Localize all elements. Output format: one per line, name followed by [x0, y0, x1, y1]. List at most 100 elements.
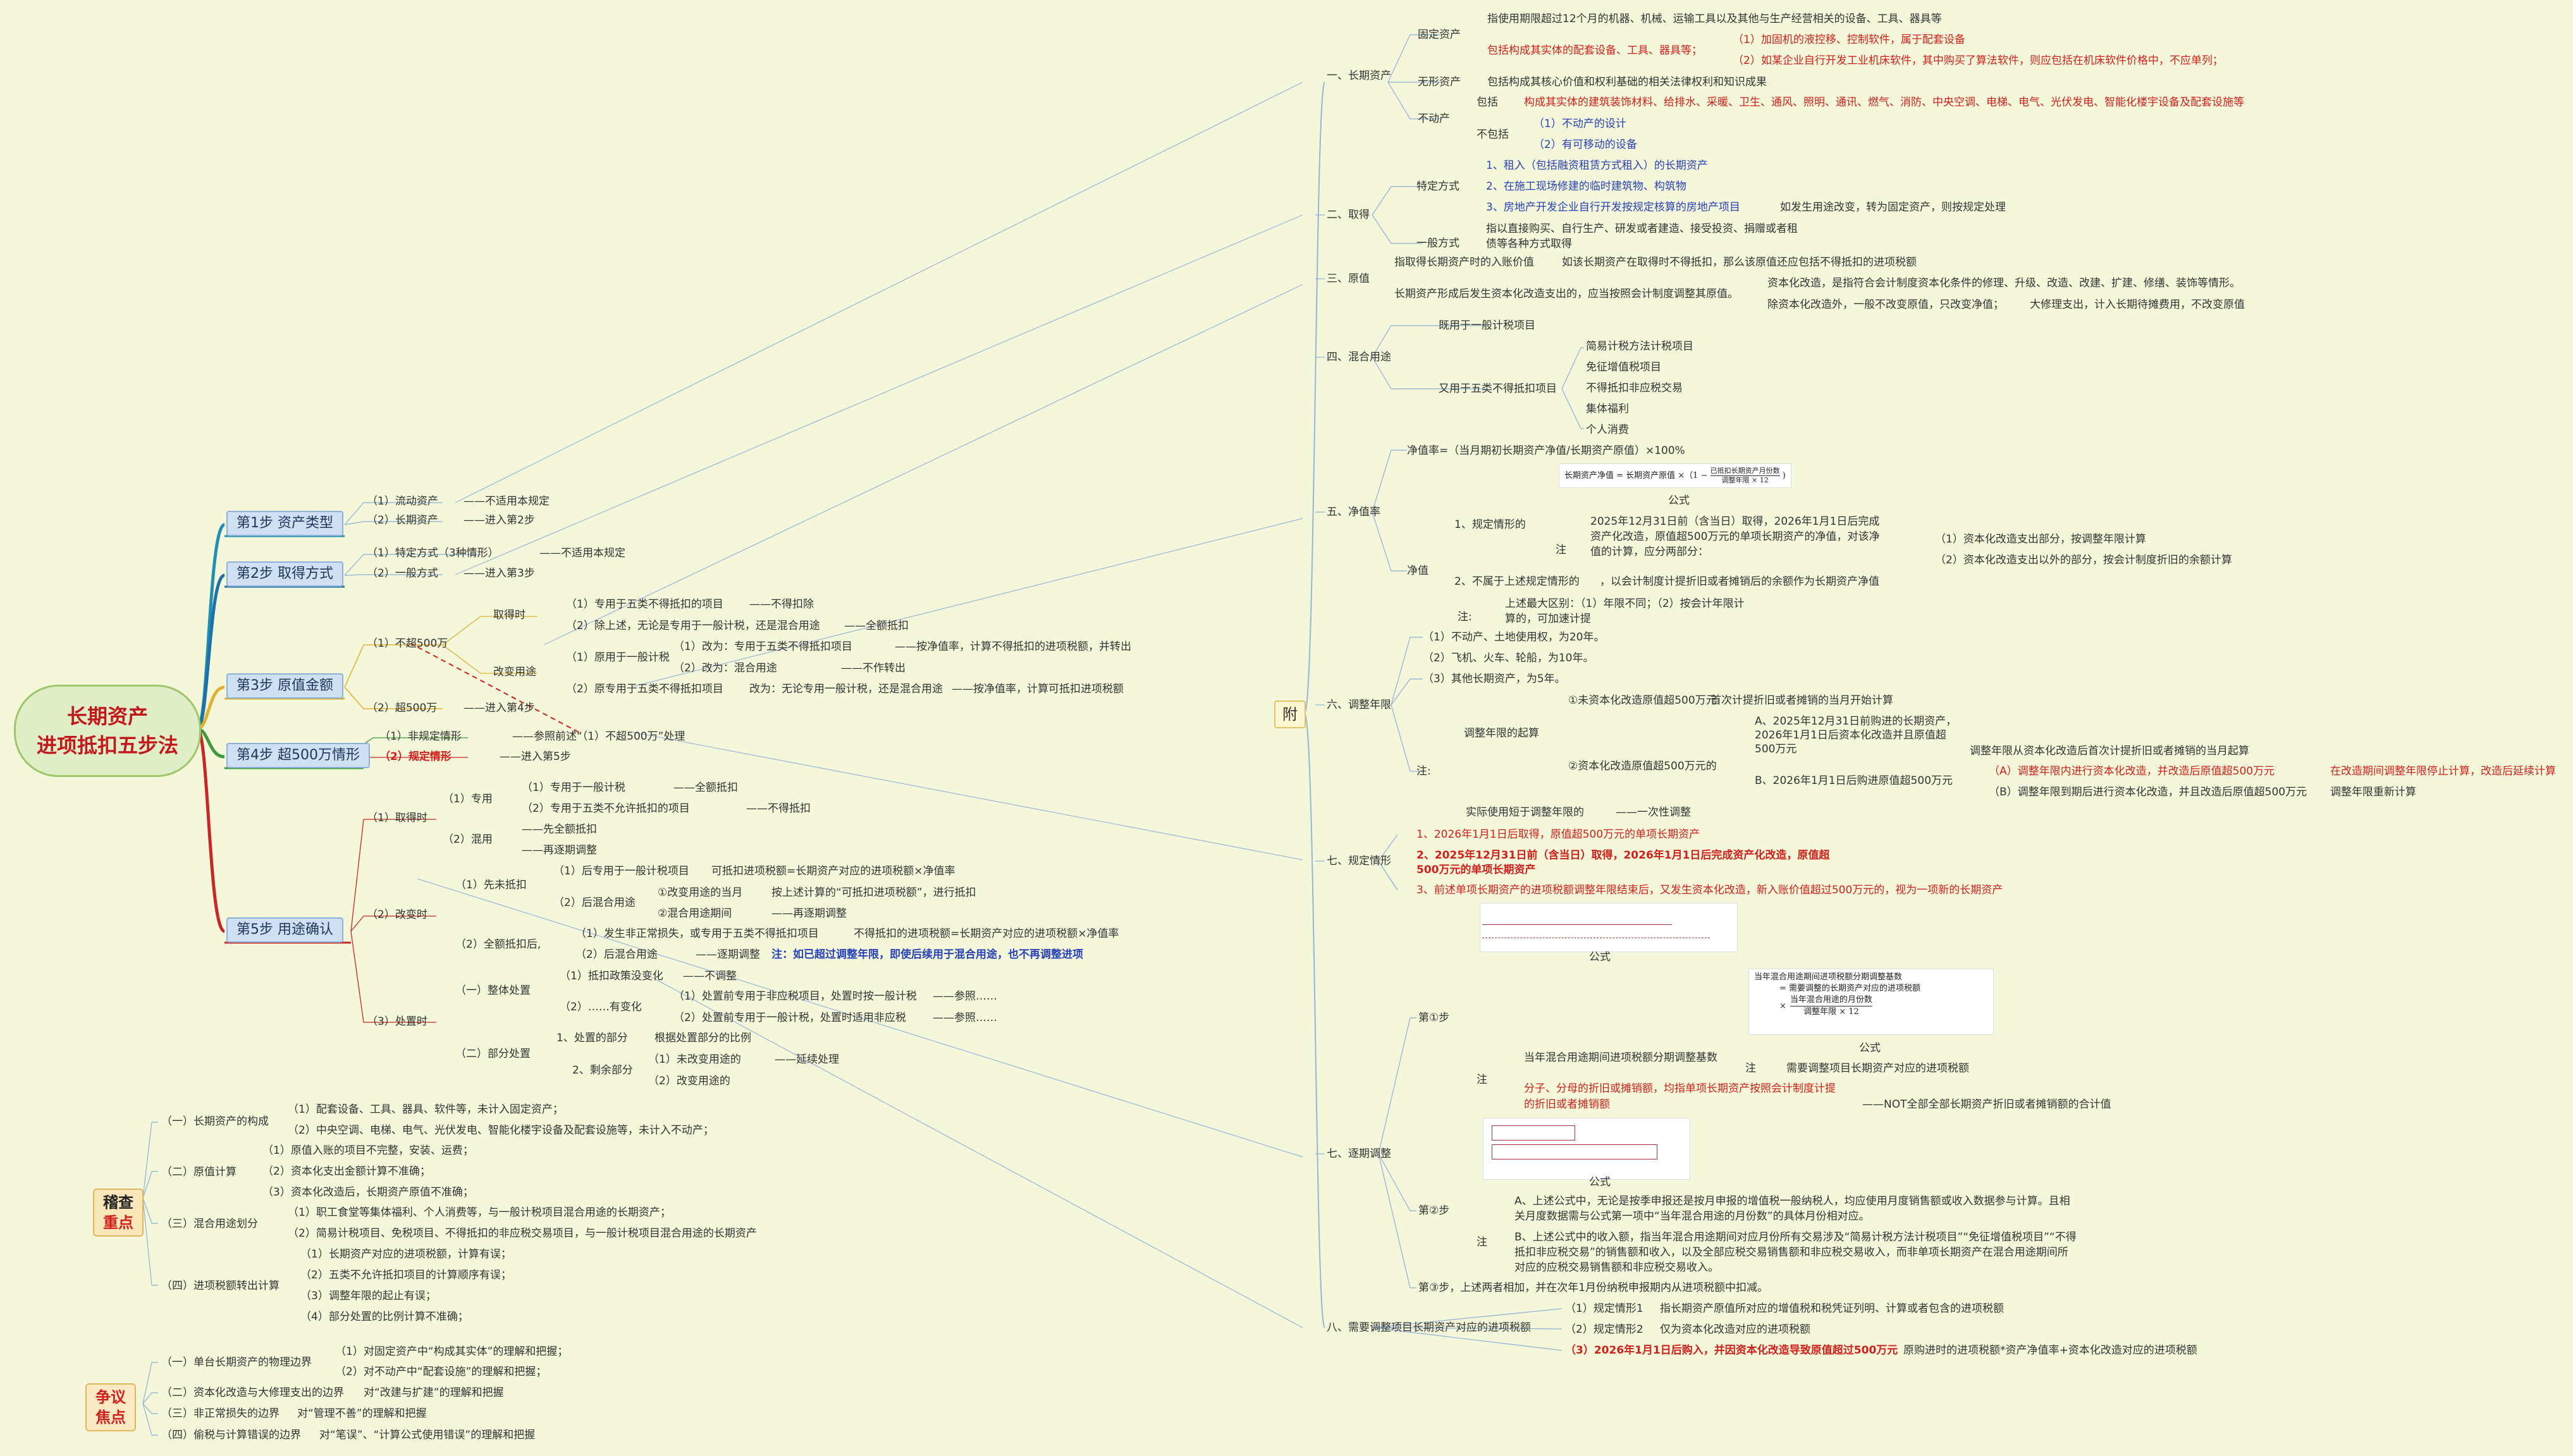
net-value-formula-tag: 公式: [1668, 494, 1690, 507]
input-tax-case-2: （2）规定情形2: [1565, 1323, 1643, 1336]
step-4-node[interactable]: 第4步 超500万情形: [226, 743, 370, 768]
step-1-node[interactable]: 第1步 资产类型: [226, 511, 343, 536]
audit-focus-box[interactable]: 稽查 重点: [93, 1189, 144, 1237]
step-1-note-label: 注: [1477, 1074, 1487, 1086]
step5-disposal: （3）处置时: [367, 1015, 427, 1028]
mixed-use-item-2: 免征增值税项目: [1586, 361, 1661, 374]
input-tax-case-3-result: 原购进时的进项税额*资产净值率+资本化改造对应的进项税额: [1903, 1344, 2197, 1357]
adjust-years-start-2a-2-result: 调整年限重新计算: [2330, 786, 2416, 798]
audit-item-4-sub-4: （4）部分处置的比例计算不准确；: [300, 1311, 469, 1323]
audit-focus-title-2: 重点: [103, 1214, 133, 1232]
adjust-years-start-2b: B、2026年1月1日后购进原值超500万元: [1755, 774, 1953, 787]
specified-case-3: 3、前述单项长期资产的进项税额调整年限结束后，又发生资本化改造，新入账价值超过5…: [1416, 884, 2003, 896]
mixed-use-item-1: 简易计税方法计税项目: [1586, 340, 1693, 353]
adjust-years-actual-result: ——一次性调整: [1616, 806, 1691, 819]
adjust-years-start-1-result: 首次计提折旧或者摊销的当月开始计算: [1710, 694, 1893, 707]
mixed-use-item-3: 不得抵扣非应税交易: [1586, 382, 1683, 395]
step3-change-1a: （1）改为：专用于五类不得抵扣项目: [673, 640, 852, 653]
original-value-a: 指取得长期资产时的入账价值: [1394, 256, 1534, 269]
step3-acq-item-1: （1）专用于五类不得抵扣的项目: [566, 598, 723, 611]
step1-long-term-asset-result: ——进入第2步: [464, 514, 535, 527]
net-value-specified-note-label: 注: [1556, 544, 1566, 556]
step-1-note-b: 分子、分母的折旧或摊销额，均指单项长期资产按照会计制度计提: [1524, 1082, 1836, 1095]
step-3-node[interactable]: 第3步 原值金额: [226, 673, 343, 699]
step-1-label: 第①步: [1418, 1012, 1450, 1024]
step-1-formula-numerator: 当年混合用途的月份数: [1790, 994, 1872, 1006]
original-value-a-note: 如该长期资产在取得时不得抵扣，那么该原值还应包括不得抵扣的进项税额: [1562, 256, 1917, 269]
fixed-asset-label: 固定资产: [1418, 28, 1461, 41]
adjust-years-actual: 实际使用短于调整年限的: [1466, 806, 1584, 819]
step4-specified: （2）规定情形: [379, 750, 451, 763]
audit-item-2-sub-1: （1）原值入账的项目不完整，安装、运费；: [262, 1144, 474, 1157]
audit-focus-title-1: 稽查: [103, 1194, 133, 1211]
root-title-line2: 进项抵扣五步法: [36, 733, 178, 757]
step5-whole-2a-result: ——参照……: [933, 990, 997, 1003]
adjust-years-start-2: ②资本化改造原值超500万元的: [1568, 760, 1717, 773]
appendix-1-head: 一、长期资产: [1327, 70, 1391, 82]
fixed-asset-includes-2: （2）如某企业自行开发工业机床软件，其中购买了算法软件，则应包括在机床软件价格中…: [1733, 54, 2223, 67]
step5-dedicated: （1）专用: [443, 793, 493, 805]
net-value-formula-main: 长期资产净值 = 长期资产原值 ×（1 −: [1564, 471, 1708, 480]
adjust-years-start-1: ①未资本化改造原值超500万元: [1568, 694, 1717, 707]
dispute-item-1: （一）单台长期资产的物理边界: [161, 1356, 312, 1369]
step5-not-deducted-1-result: 可抵扣进项税额=长期资产对应的进项税额×净值率: [711, 865, 955, 878]
step5-fully-deducted-2: （2）后混合用途: [575, 948, 658, 961]
net-value-label: 净值: [1407, 565, 1428, 577]
input-tax-case-1-result: 指长期资产原值所对应的增值税和税凭证列明、计算或者包含的进项税额: [1660, 1302, 2004, 1315]
step5-acquisition: （1）取得时: [367, 812, 427, 824]
net-value-other: 2、不属于上述规定情形的: [1454, 575, 1580, 588]
net-value-other-result: ，以会计制度计提折旧或者摊销后的余额作为长期资产净值: [1600, 575, 1879, 588]
audit-item-4-sub-3: （3）调整年限的起止有误；: [300, 1290, 436, 1302]
fixed-asset-def: 指使用期限超过12个月的机器、机械、运输工具以及其他与生产经营相关的设备、工具、…: [1487, 13, 1942, 25]
adjust-years-start-2a: A、2025年12月31日前购进的长期资产，2026年1月1日后资本化改造并且原…: [1755, 715, 1957, 756]
dispute-item-4: （四）偷税与计算错误的边界: [161, 1429, 301, 1441]
step-2-note-a: A、上述公式中，无论是按季申报还是按月申报的增值税一般纳税人，均应使用月度销售额…: [1514, 1195, 2070, 1223]
root-node: 长期资产 进项抵扣五步法: [14, 685, 201, 777]
step-2-note-label: 注: [1477, 1236, 1487, 1249]
step5-partial-2a-result: ——延续处理: [775, 1053, 839, 1066]
adjust-years-start: 调整年限的起算: [1464, 727, 1539, 740]
step5-partial-2a: （1）未改变用途的: [648, 1053, 741, 1066]
real-estate-includes-text: 构成其实体的建筑装饰材料、给排水、采暖、卫生、通风、照明、通讯、燃气、消防、中央…: [1524, 96, 2244, 109]
intangible-asset-def: 包括构成其核心价值和权利基础的相关法律权利和知识成果: [1487, 76, 1767, 89]
appendix-node[interactable]: 附: [1274, 700, 1306, 728]
step-2-node[interactable]: 第2步 取得方式: [226, 561, 343, 587]
step-1-note-b-result: ——NOT全部全部长期资产折旧或者摊销额的合计值: [1862, 1098, 2111, 1111]
step5-fully-deducted-1-result: 不得抵扣的进项税额=长期资产对应的进项税额×净值率: [854, 927, 1119, 940]
audit-item-4-sub-1: （1）长期资产对应的进项税额，计算有误；: [300, 1248, 512, 1261]
step-5-node[interactable]: 第5步 用途确认: [226, 917, 343, 943]
specified-case-2: 2、2025年12月31日前（含当日）取得，2026年1月1日后完成资产化改造，…: [1416, 849, 1830, 862]
net-value-formula: 长期资产净值 = 长期资产原值 ×（1 − 已抵扣长期资产月份数 调整年限 × …: [1559, 463, 1791, 488]
step-1-formula-line1: 当年混合用途期间进项税额分期调整基数: [1754, 972, 1903, 982]
dispute-focus-title-2: 焦点: [95, 1409, 126, 1426]
appendix-4-head: 四、混合用途: [1327, 351, 1391, 364]
audit-item-1-sub-2: （2）中央空调、电梯、电气、光伏发电、智能化楼宇设备及配套设施等，未计入不动产；: [288, 1124, 714, 1137]
real-estate-excludes-1: （1）不动产的设计: [1533, 118, 1626, 130]
specified-case-2-line2: 500万元的单项长期资产: [1416, 864, 1536, 876]
step5-dedicated-2-result: ——不得抵扣: [746, 802, 811, 815]
audit-item-3: （三）混合用途划分: [161, 1218, 258, 1230]
adjust-years-c: （3）其他长期资产，为5年。: [1423, 673, 1566, 685]
original-value-b1: 资本化改造，是指符合会计制度资本化条件的修理、升级、改造、改建、扩建、修缮、装饰…: [1767, 277, 2240, 290]
step5-partial-2b: （2）改变用途的: [648, 1075, 730, 1087]
dispute-item-2: （二）资本化改造与大修理支出的边界: [161, 1386, 344, 1399]
step5-not-deducted-1: （1）后专用于一般计税项目: [553, 865, 689, 878]
step5-mixed-2: ——再逐期调整: [522, 844, 597, 857]
root-title-line1: 长期资产: [66, 704, 148, 728]
step4-non-specified: （1）非规定情形: [379, 730, 462, 743]
step-1-adjust-base-result: 需要调整项目长期资产对应的进项税额: [1786, 1062, 1969, 1075]
general-method-1: 指以直接购买、自行生产、研发或者建造、接受投资、捐赠或者租: [1486, 223, 1798, 235]
step3-change-2: （2）原专用于五类不得抵扣项目: [566, 683, 723, 695]
appendix-3-head: 三、原值: [1327, 272, 1370, 285]
dispute-item-1-sub-1: （1）对固定资产中“构成其实体”的理解和把握；: [335, 1345, 568, 1358]
step5-fully-deducted-2-result: ——逐期调整: [696, 948, 760, 961]
dispute-item-2-tail: 对“改建与扩建”的理解和把握: [364, 1386, 504, 1399]
net-rate-formula-text: 净值率=（当月期初长期资产净值/长期资产原值）×100%: [1407, 444, 1685, 457]
special-method-1: 1、租入（包括融资租赁方式租入）的长期资产: [1486, 159, 1708, 172]
appendix-5-head: 五、净值率: [1327, 506, 1380, 518]
step5-dedicated-1-result: ——全额抵扣: [673, 781, 738, 794]
step3-change-2a-result: ——按净值率，计算可抵扣进项税额: [952, 683, 1124, 695]
input-tax-case-3: （3）2026年1月1日后购入，并因资本化改造导致原值超过500万元: [1565, 1344, 1898, 1357]
step5-whole-2b-result: ——参照……: [933, 1012, 997, 1024]
dispute-focus-box[interactable]: 争议 焦点: [85, 1383, 136, 1431]
